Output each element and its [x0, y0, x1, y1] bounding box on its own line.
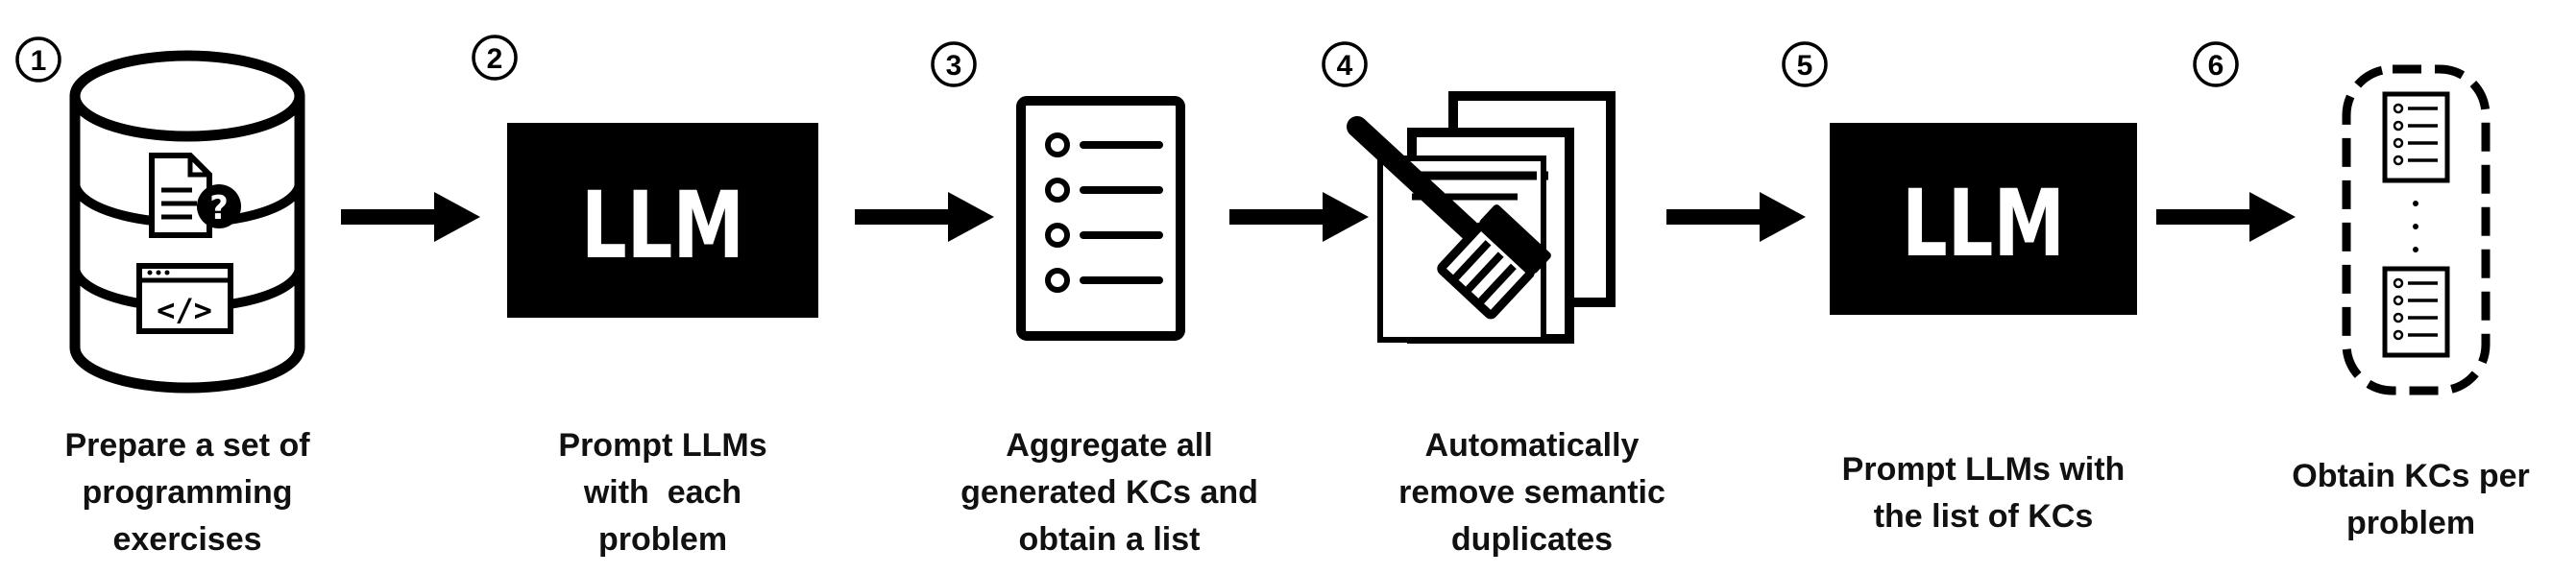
step-caption-5: Prompt LLMs with the list of KCs	[1806, 446, 2161, 540]
step-caption-4: Automatically remove semantic duplicates	[1364, 422, 1700, 563]
step-caption-1: Prepare a set of programming exercises	[19, 422, 355, 563]
step-caption-2: Prompt LLMs with each problem	[509, 422, 816, 563]
broom-documents-icon	[1347, 91, 1616, 344]
arrow-right-icon	[2156, 192, 2296, 242]
step-badge-1: 1	[15, 36, 61, 83]
caption-line: Prompt LLMs with	[1841, 451, 2126, 488]
llm-box-icon: LLM	[507, 123, 818, 318]
step-badge-6: 6	[2193, 41, 2239, 87]
arrow-right-icon	[1229, 192, 1369, 242]
arrow-right-icon	[341, 192, 480, 242]
caption-line: problem	[597, 521, 728, 558]
caption-line: Prompt LLMs	[558, 427, 767, 464]
step-number-1: 1	[31, 45, 47, 77]
step-number-2: 2	[487, 43, 503, 75]
llm-label-2: LLM	[1902, 171, 2065, 278]
step-number-5: 5	[1797, 50, 1813, 82]
arrow-right-icon	[1666, 192, 1806, 242]
llm-label-1: LLM	[581, 173, 744, 280]
arrow-right-icon	[855, 192, 994, 242]
list-icon	[2382, 91, 2450, 183]
code-window-icon: </>	[136, 263, 233, 334]
caption-line: the list of KCs	[1873, 498, 2094, 535]
caption-line: duplicates	[1450, 521, 1614, 558]
svg-text:?: ?	[209, 189, 229, 227]
dashed-container-icon	[2342, 64, 2491, 395]
caption-line: Obtain KCs per	[2292, 458, 2530, 494]
caption-line: Prepare a set of	[64, 427, 310, 464]
step-badge-5: 5	[1782, 41, 1828, 87]
document-question-icon: ?	[149, 153, 241, 238]
caption-line: obtain a list	[1018, 521, 1201, 558]
step-number-3: 3	[946, 50, 962, 82]
step-caption-3: Aggregate all generated KCs and obtain a…	[927, 422, 1292, 563]
list-icon	[2382, 266, 2450, 358]
caption-line: Automatically	[1424, 427, 1640, 464]
step-badge-4: 4	[1322, 41, 1368, 87]
caption-line: programming	[82, 474, 293, 511]
svg-text:</>: </>	[157, 292, 212, 328]
step-caption-6: Obtain KCs per problem	[2257, 453, 2564, 547]
llm-box-icon: LLM	[1830, 123, 2137, 315]
step-number-4: 4	[1337, 50, 1353, 82]
caption-line: Aggregate all	[1006, 427, 1213, 464]
caption-line: remove semantic	[1398, 474, 1665, 511]
caption-line: with each	[583, 474, 742, 511]
step-number-6: 6	[2208, 50, 2224, 82]
caption-line: exercises	[112, 521, 262, 558]
step-badge-3: 3	[931, 41, 977, 87]
list-icon	[1016, 96, 1185, 341]
step-badge-2: 2	[472, 35, 518, 81]
caption-line: problem	[2345, 505, 2476, 541]
caption-line: generated KCs and	[960, 474, 1258, 511]
